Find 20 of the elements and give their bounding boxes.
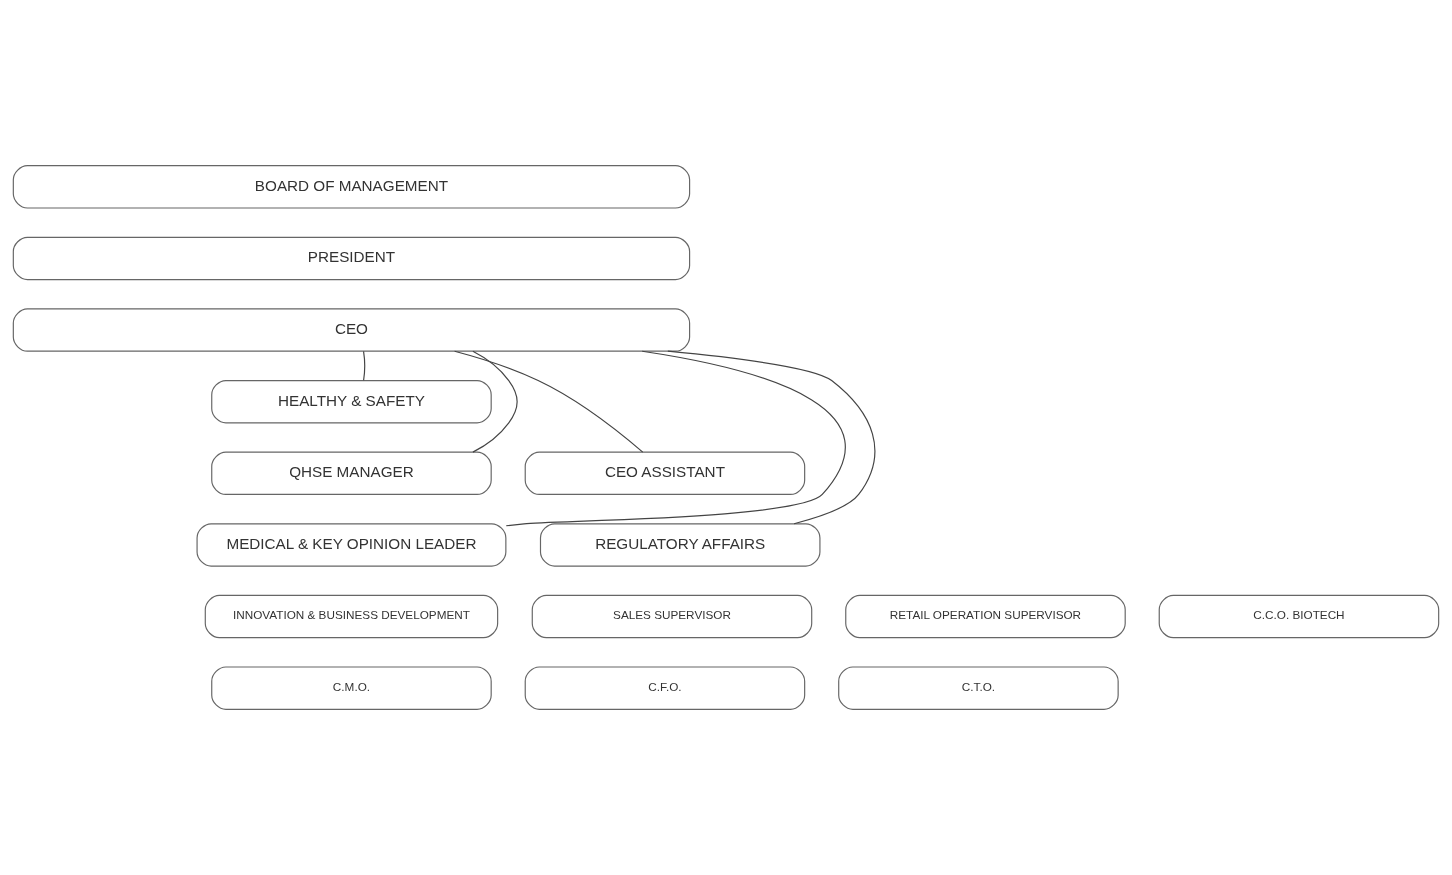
node-box: HEALTHY & SAFETY [211, 379, 492, 424]
node-box: RETAIL OPERATION SUPERVISOR [845, 594, 1126, 639]
node-box: MEDICAL & KEY OPINION LEADER [196, 523, 507, 567]
node-box: CEO ASSISTANT [524, 451, 806, 496]
connector [505, 350, 846, 527]
connector [454, 350, 644, 453]
node-box: INNOVATION & BUSINESS DEVELOPMENT [204, 594, 499, 639]
node-box: C.T.O. [838, 666, 1119, 710]
connector [363, 350, 366, 381]
node-box: QHSE MANAGER [211, 451, 492, 496]
node-box: BOARD OF MANAGEMENT [12, 165, 691, 209]
node-box: C.F.O. [524, 666, 806, 710]
connector [472, 350, 518, 453]
node-box: CEO [12, 308, 691, 352]
node-box: SALES SUPERVISOR [531, 594, 813, 639]
node-box: C.C.O. BIOTECH [1158, 594, 1440, 639]
node-box: REGULATORY AFFAIRS [539, 523, 821, 567]
node-box: PRESIDENT [12, 236, 691, 281]
node-box: C.M.O. [211, 666, 492, 710]
connector [667, 350, 876, 525]
